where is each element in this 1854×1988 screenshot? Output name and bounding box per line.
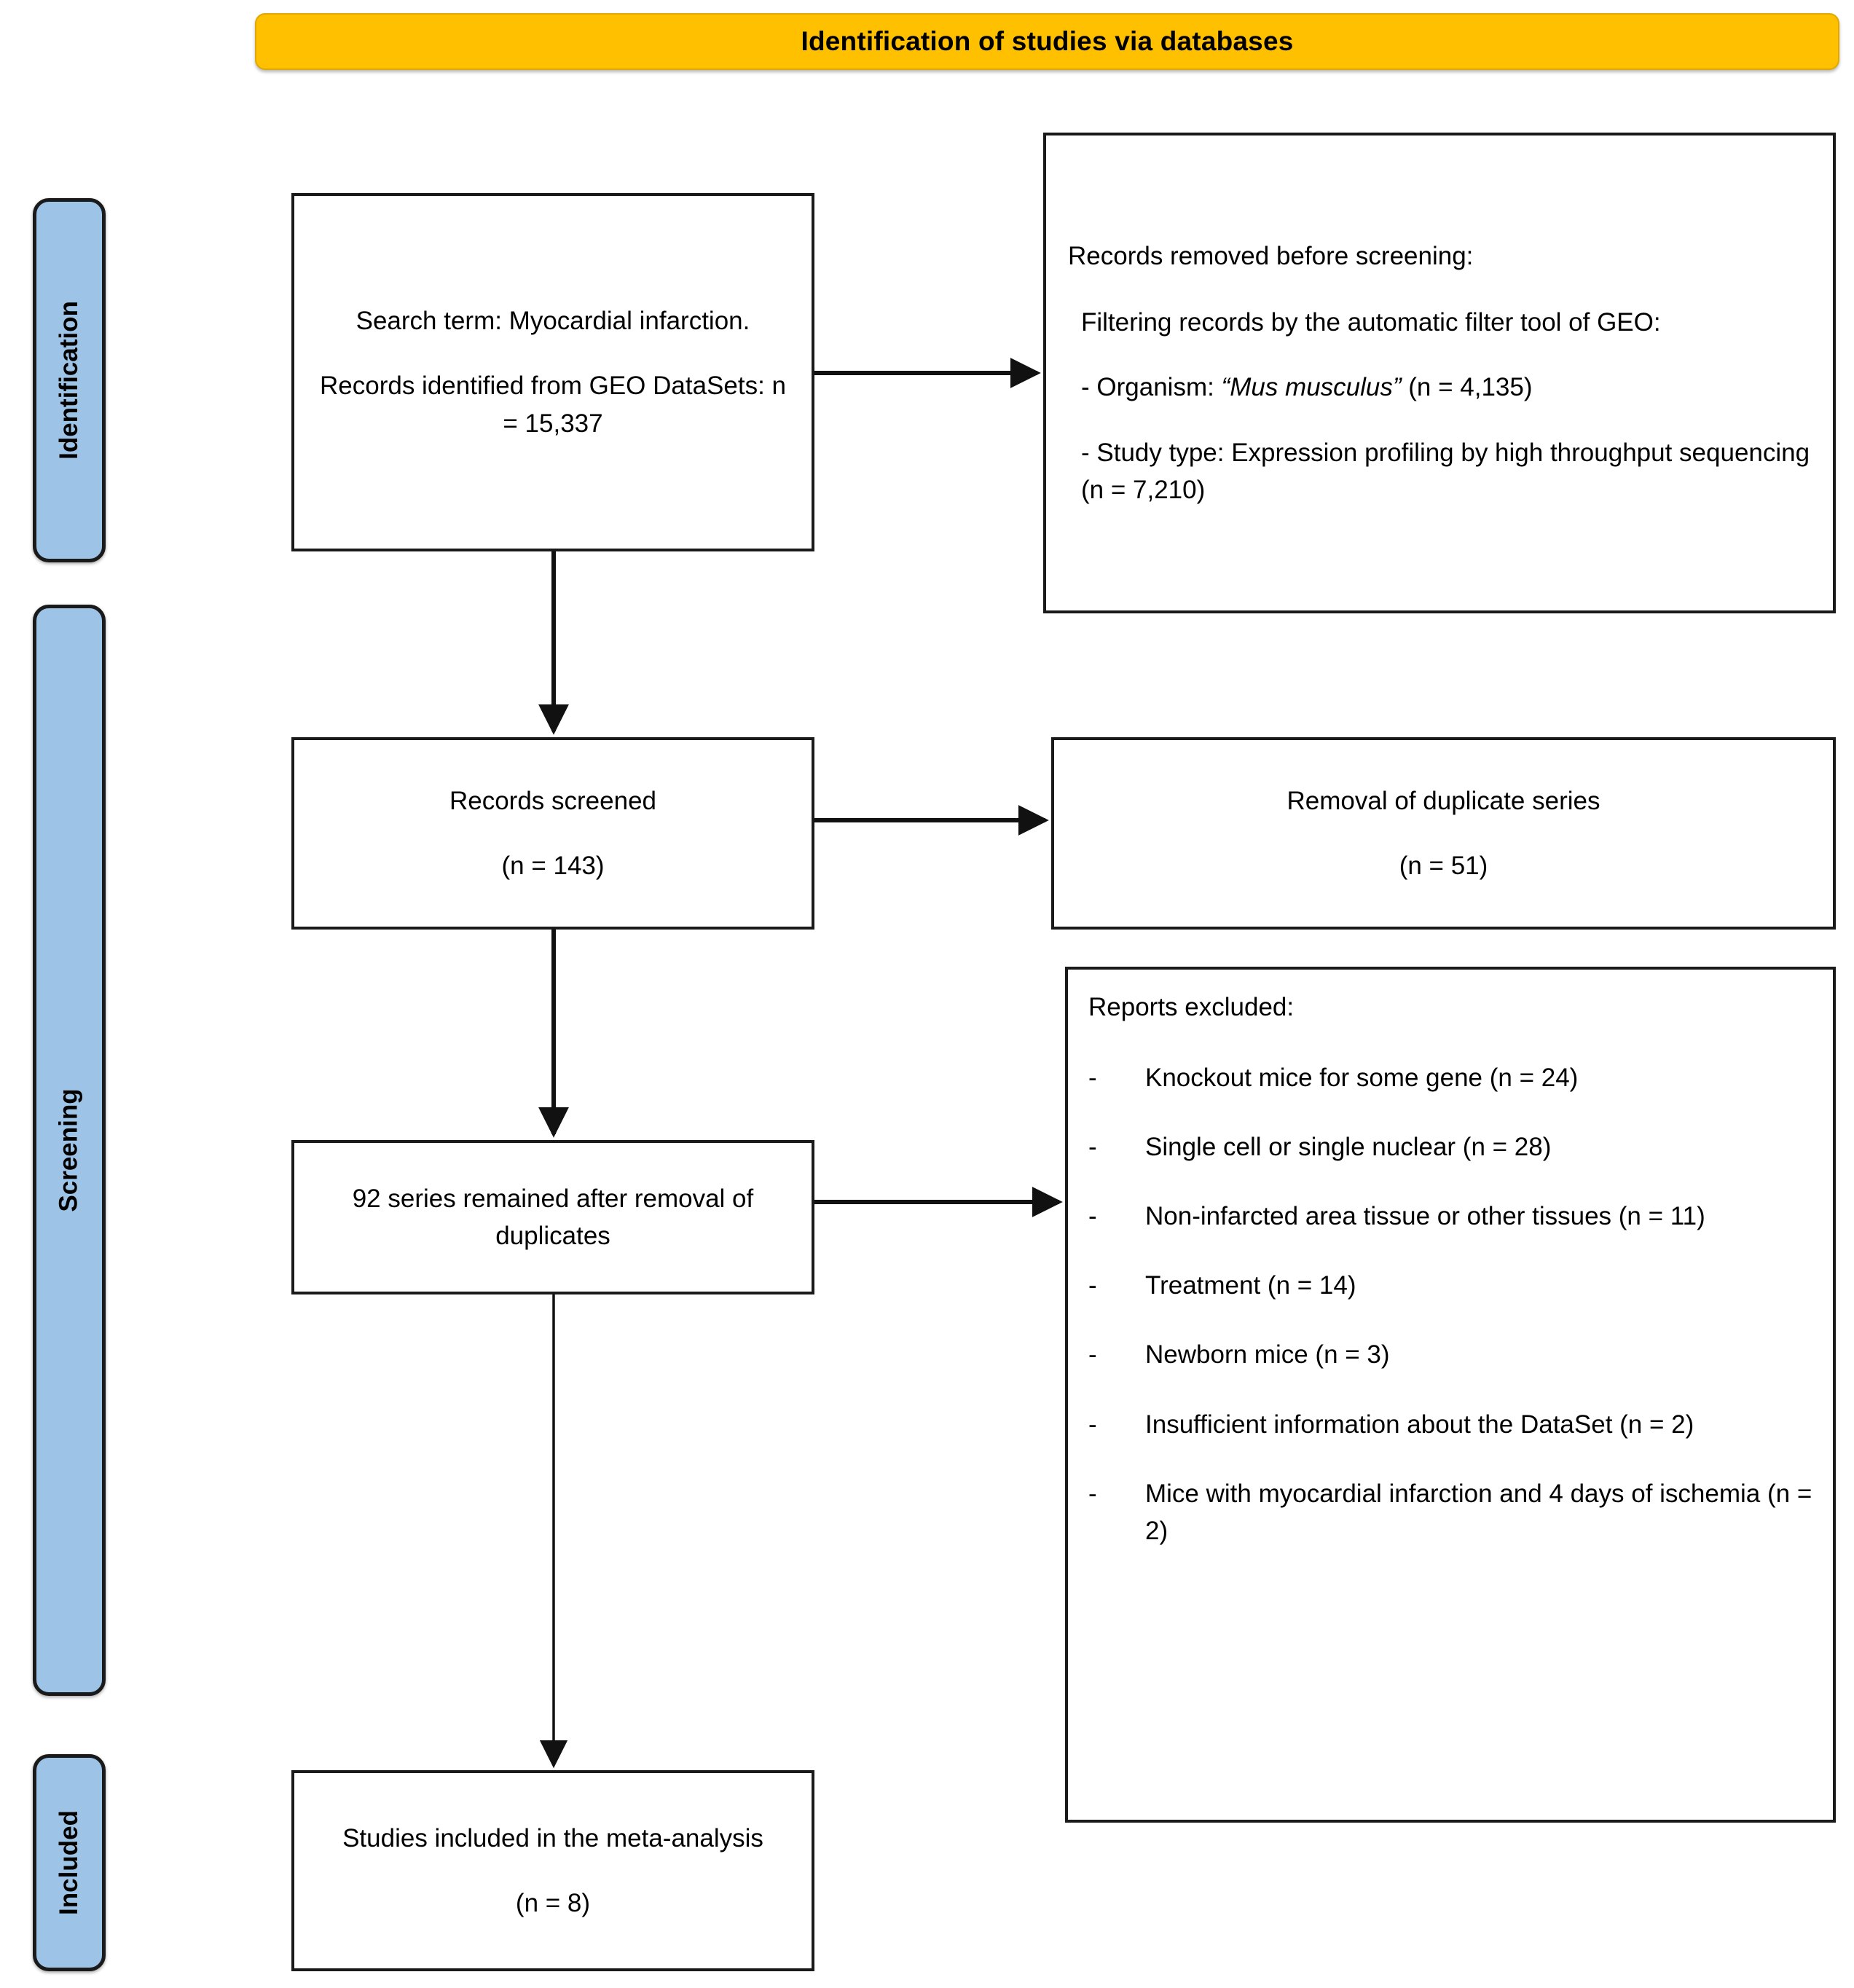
- bullet-dash-icon: -: [1088, 1133, 1097, 1162]
- exclusion-reason: Mice with myocardial infarction and 4 da…: [1145, 1479, 1812, 1545]
- exclusion-reason: Non-infarcted area tissue or other tissu…: [1145, 1202, 1705, 1231]
- box-duplicate-removal: Removal of duplicate series (n = 51): [1051, 737, 1836, 930]
- studies-included-count: (n = 8): [515, 1889, 591, 1917]
- records-screened-label: Records screened: [449, 786, 657, 815]
- reports-excluded-lead: Reports excluded:: [1088, 993, 1295, 1021]
- removed-item-studytype-text: Study type: Expression profiling by high…: [1081, 438, 1810, 504]
- removed-item-organism-count: (n = 4,135): [1401, 373, 1533, 402]
- records-screened-count: (n = 143): [501, 852, 605, 880]
- box-records-identified: Search term: Myocardial infarction. Reco…: [291, 193, 814, 551]
- phase-bar-screening: Screening: [33, 605, 106, 1696]
- phase-label-identification: Identification: [55, 301, 83, 460]
- removed-item-studytype-dash: -: [1081, 438, 1090, 467]
- bullet-dash-icon: -: [1088, 1479, 1097, 1508]
- bullet-dash-icon: -: [1088, 1271, 1097, 1300]
- duplicate-removal-label: Removal of duplicate series: [1287, 786, 1600, 815]
- bullet-dash-icon: -: [1088, 1340, 1097, 1370]
- box-reports-excluded: Reports excluded: - Knockout mice for so…: [1065, 967, 1836, 1823]
- duplicate-removal-count: (n = 51): [1399, 852, 1488, 880]
- exclusion-reason: Newborn mice (n = 3): [1145, 1340, 1390, 1370]
- header-title: Identification of studies via databases: [801, 26, 1294, 56]
- exclusion-reason: Knockout mice for some gene (n = 24): [1145, 1064, 1579, 1093]
- studies-included-label: Studies included in the meta-analysis: [342, 1823, 763, 1853]
- records-removed-sub: Filtering records by the automatic filte…: [1081, 308, 1661, 337]
- phase-label-included: Included: [55, 1810, 83, 1915]
- list-item: - Mice with myocardial infarction and 4 …: [1088, 1475, 1812, 1549]
- box-records-removed: Records removed before screening: Filter…: [1043, 133, 1836, 613]
- list-item: - Non-infarcted area tissue or other tis…: [1088, 1198, 1812, 1235]
- reports-excluded-list: - Knockout mice for some gene (n = 24) -…: [1088, 1059, 1812, 1549]
- bullet-dash-icon: -: [1088, 1410, 1097, 1439]
- list-item: - Single cell or single nuclear (n = 28): [1088, 1128, 1812, 1166]
- bullet-dash-icon: -: [1088, 1064, 1097, 1093]
- box-series-remained: 92 series remained after removal of dupl…: [291, 1140, 814, 1294]
- exclusion-reason: Insufficient information about the DataS…: [1145, 1410, 1694, 1439]
- search-term-text: Search term: Myocardial infarction.: [356, 307, 750, 336]
- list-item: - Knockout mice for some gene (n = 24): [1088, 1059, 1812, 1096]
- records-removed-lead: Records removed before screening:: [1068, 242, 1474, 271]
- removed-item-organism-dash: -: [1081, 373, 1090, 402]
- records-identified-text: Records identified from GEO DataSets: n …: [320, 372, 786, 438]
- series-remained-label: 92 series remained after removal of dupl…: [352, 1184, 754, 1250]
- removed-item-studytype: - Study type: Expression profiling by hi…: [1081, 434, 1811, 508]
- removed-item-organism-pre: Organism:: [1096, 373, 1222, 402]
- list-item: - Newborn mice (n = 3): [1088, 1336, 1812, 1373]
- removed-item-organism: - Organism: “Mus musculus” (n = 4,135): [1081, 369, 1811, 406]
- bullet-dash-icon: -: [1088, 1202, 1097, 1231]
- removed-item-organism-species: “Mus musculus”: [1221, 373, 1402, 402]
- exclusion-reason: Single cell or single nuclear (n = 28): [1145, 1133, 1552, 1162]
- list-item: - Insufficient information about the Dat…: [1088, 1406, 1812, 1443]
- phase-label-screening: Screening: [55, 1088, 84, 1212]
- phase-bar-identification: Identification: [33, 198, 106, 562]
- list-item: - Treatment (n = 14): [1088, 1267, 1812, 1304]
- phase-bar-included: Included: [33, 1754, 106, 1971]
- exclusion-reason: Treatment (n = 14): [1145, 1271, 1356, 1300]
- box-records-screened: Records screened (n = 143): [291, 737, 814, 930]
- box-studies-included: Studies included in the meta-analysis (n…: [291, 1770, 814, 1971]
- header-banner: Identification of studies via databases: [255, 13, 1839, 70]
